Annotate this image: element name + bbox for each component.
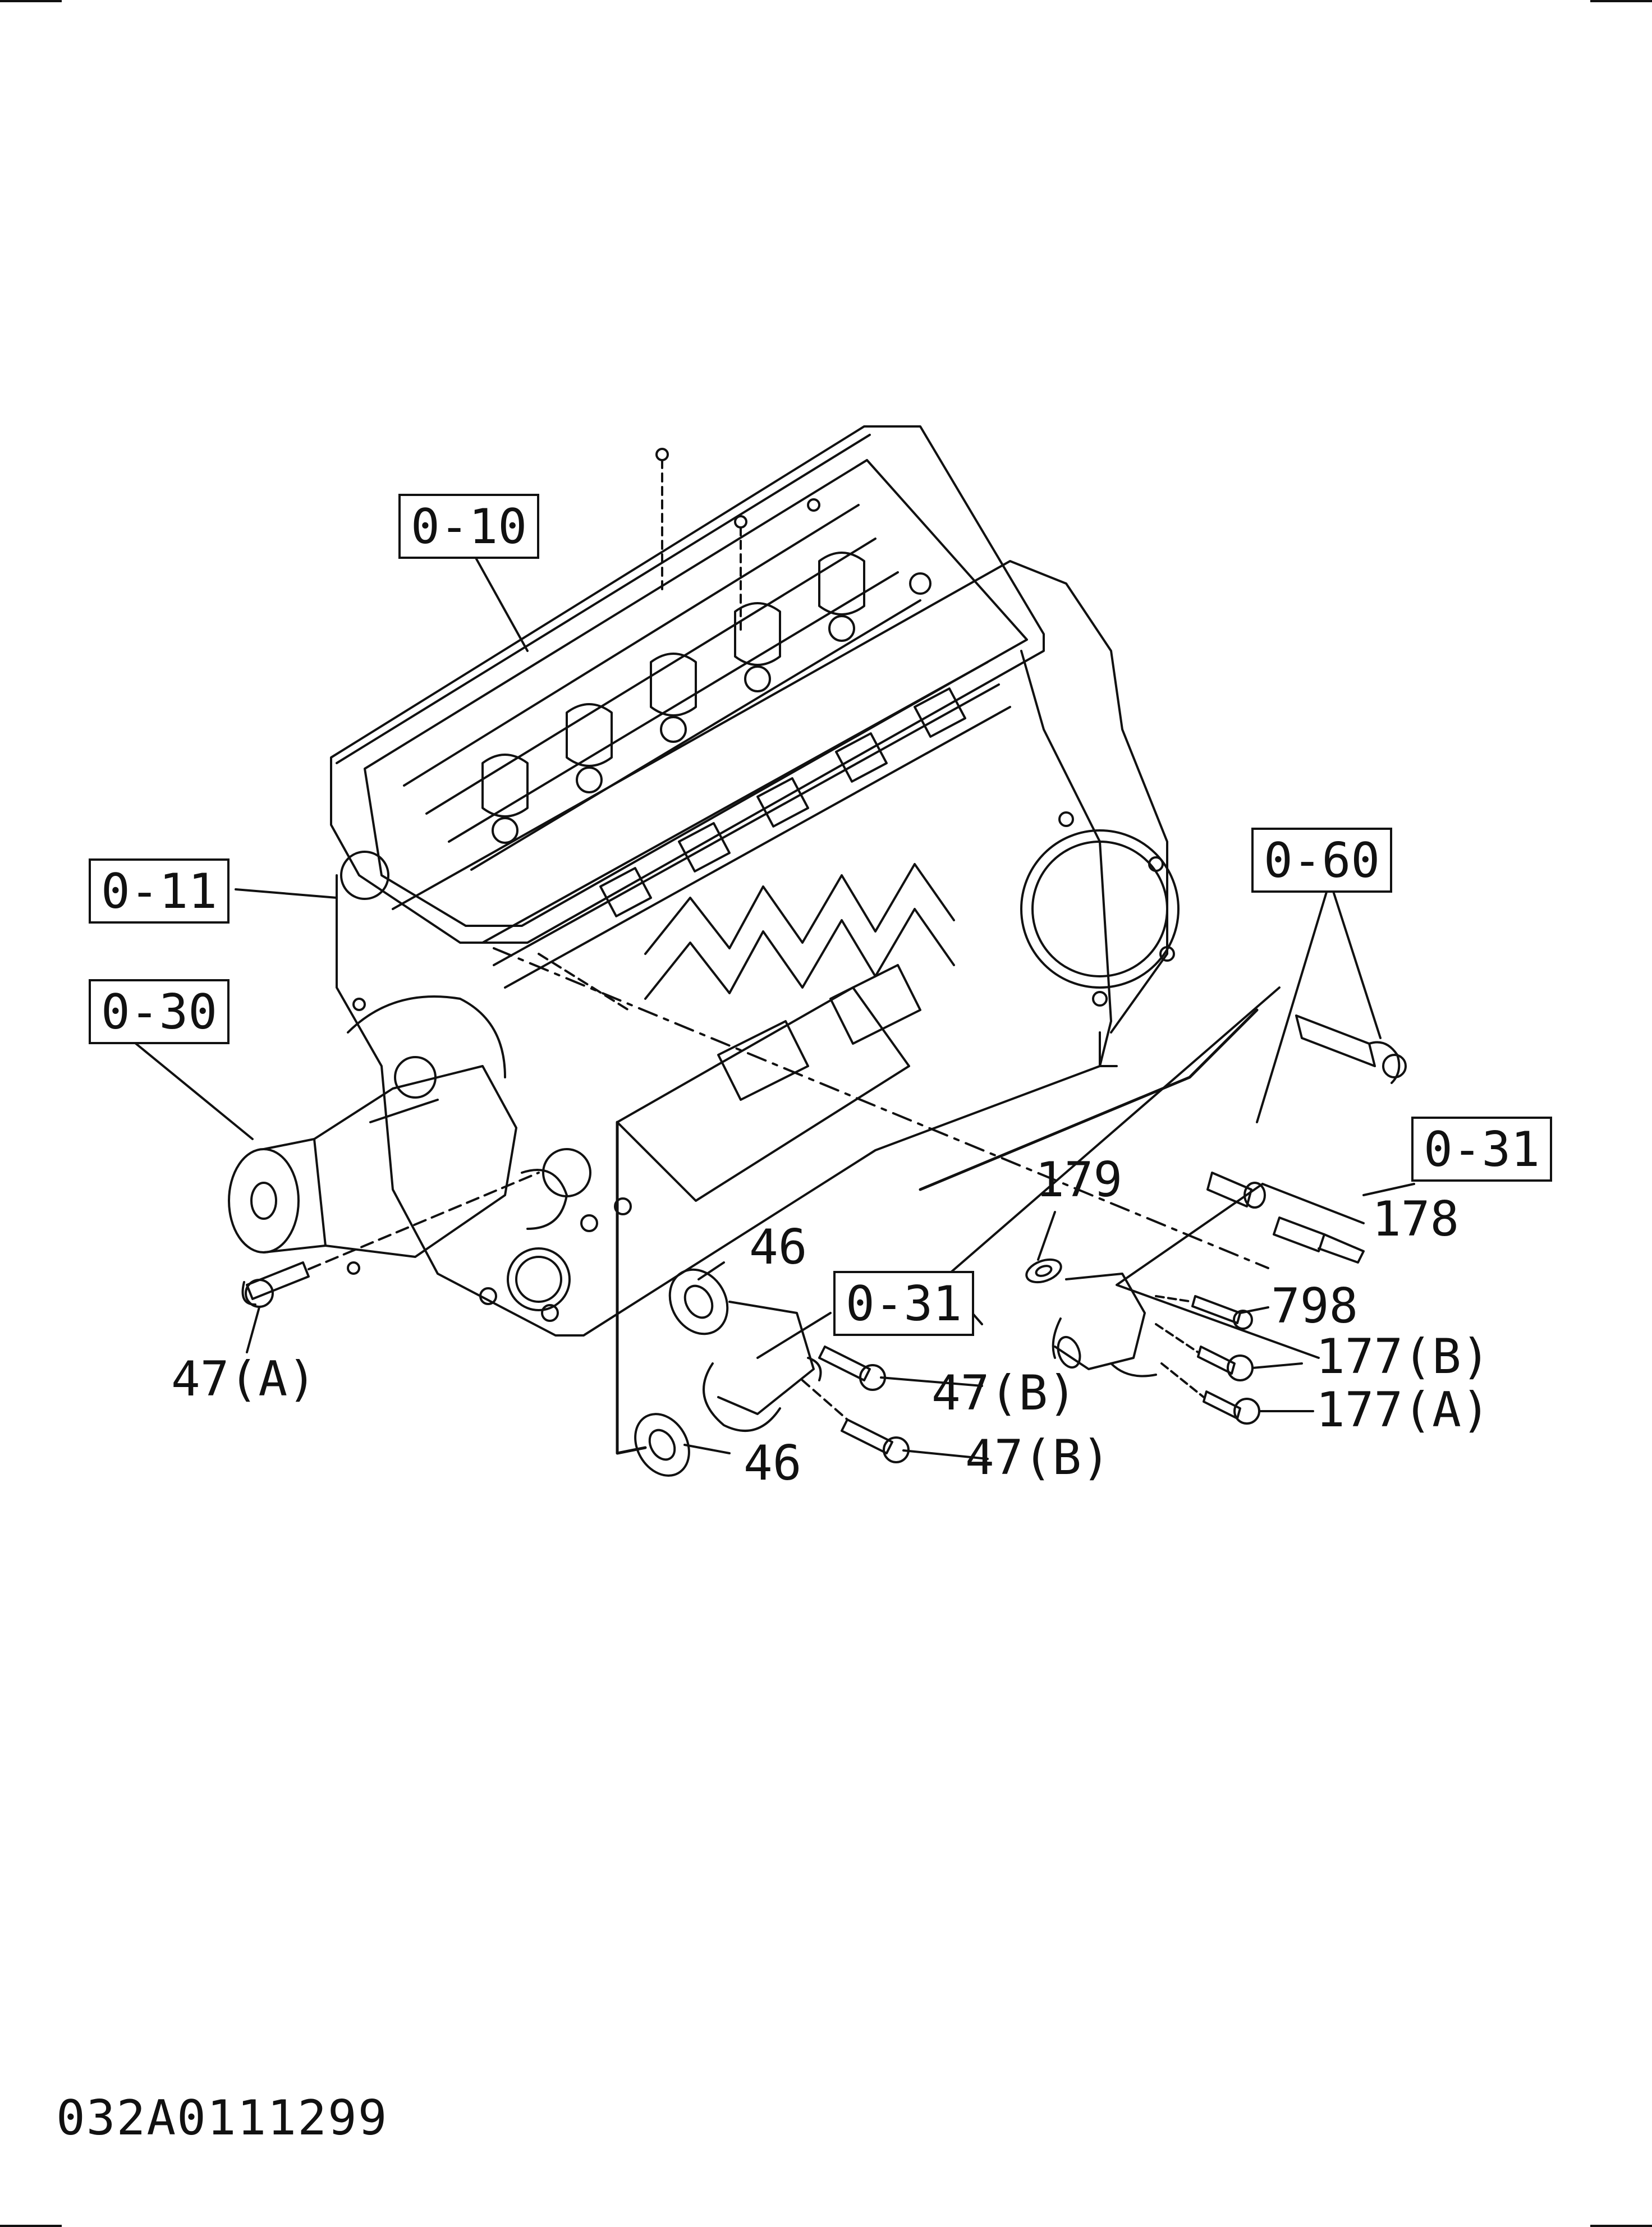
part-label-177a: 177(A) xyxy=(1316,1382,1490,1438)
sensors xyxy=(1206,1014,1407,1264)
crop-mark-top-left xyxy=(0,0,62,2)
callout-0-11: 0-11 xyxy=(89,858,230,924)
callout-0-31-right: 0-31 xyxy=(1411,1117,1553,1182)
callout-0-30: 0-30 xyxy=(89,979,230,1044)
callout-0-31-center: 0-31 xyxy=(833,1271,975,1336)
part-label-47a: 47(A) xyxy=(171,1351,316,1407)
part-label-177b: 177(B) xyxy=(1316,1329,1490,1385)
callout-0-60: 0-60 xyxy=(1251,828,1393,893)
cylinder-head xyxy=(330,425,1045,944)
crop-mark-bottom-left xyxy=(0,2225,62,2227)
part-label-46-upper: 46 xyxy=(749,1219,807,1275)
document-id: 032A0111299 xyxy=(56,2090,388,2146)
part-label-47b-lower: 47(B) xyxy=(965,1430,1110,1486)
part-label-46-lower: 46 xyxy=(744,1435,802,1491)
part-label-178: 178 xyxy=(1372,1191,1460,1247)
water-pump xyxy=(228,995,591,1275)
thermostat-housing xyxy=(1025,1258,1260,1425)
part-label-798: 798 xyxy=(1271,1278,1359,1334)
part-label-179: 179 xyxy=(1035,1152,1123,1208)
crop-mark-bottom-right xyxy=(1590,2225,1652,2227)
crop-mark-top-right xyxy=(1590,0,1652,2)
leader-lines xyxy=(128,549,1415,1460)
part-label-47b-upper: 47(B) xyxy=(931,1365,1077,1421)
water-outlet-assembly xyxy=(634,1268,910,1477)
callout-0-10: 0-10 xyxy=(398,494,540,559)
cylinder-block xyxy=(336,560,1269,1337)
